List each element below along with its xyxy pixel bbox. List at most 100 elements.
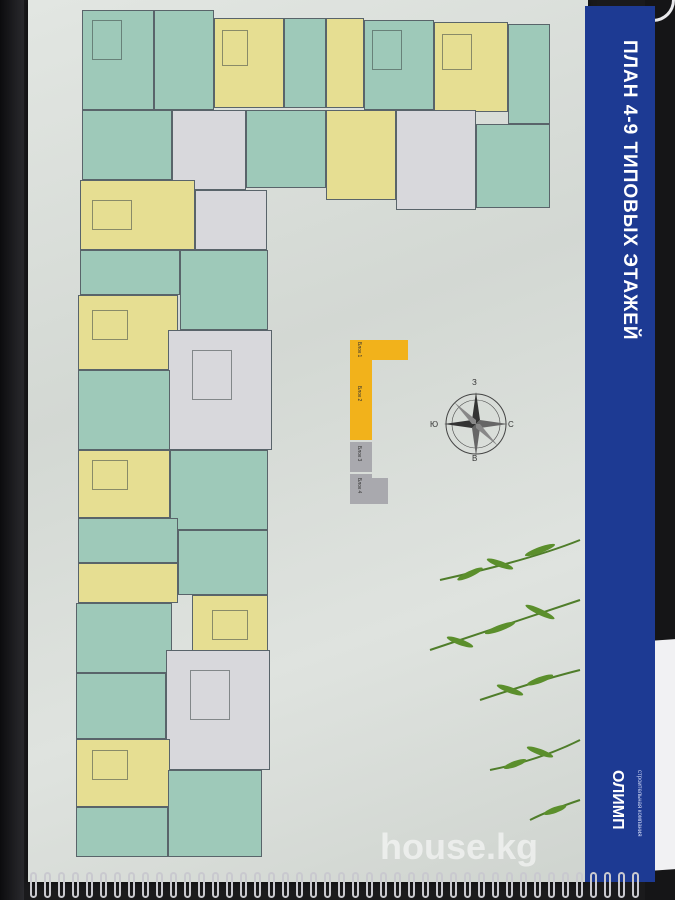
apartment: [246, 110, 326, 188]
plant-illustration: [429, 539, 581, 821]
binding-ring: [422, 872, 429, 898]
binding-ring: [366, 872, 373, 898]
binding-ring: [338, 872, 345, 898]
binding-ring: [604, 872, 611, 898]
room: [212, 610, 248, 640]
binding-ring: [254, 872, 261, 898]
binding-ring: [520, 872, 527, 898]
apartment: [80, 180, 195, 250]
binding-ring: [114, 872, 121, 898]
room: [372, 30, 402, 70]
apartment: [364, 20, 434, 110]
binding-ring: [534, 872, 541, 898]
binding-ring: [142, 872, 149, 898]
apartment: [76, 603, 172, 673]
apartment: [180, 250, 268, 330]
binding-ring: [618, 872, 625, 898]
apartment: [284, 18, 326, 108]
binding-ring: [394, 872, 401, 898]
binding-ring: [128, 872, 135, 898]
apartment: [154, 10, 214, 110]
apartment: [82, 10, 154, 110]
room: [92, 200, 132, 230]
binding-ring: [212, 872, 219, 898]
binding-ring: [170, 872, 177, 898]
compass-rose: С Ю В З: [430, 378, 514, 463]
room: [92, 750, 128, 780]
binding-ring: [198, 872, 205, 898]
binding-ring: [30, 872, 37, 898]
binding-ring: [506, 872, 513, 898]
title-bar: [585, 6, 655, 882]
keyplan-label-4: Блок 4: [356, 478, 362, 494]
binding-ring: [352, 872, 359, 898]
binding-ring: [436, 872, 443, 898]
stair: [190, 670, 230, 720]
room: [92, 460, 128, 490]
logo-name: ОЛИМП: [609, 770, 626, 830]
apartment: [82, 110, 172, 180]
room: [442, 34, 472, 70]
keyplan-label-1: Блок 1: [356, 342, 362, 358]
keyplan-label-2: Блок 2: [356, 386, 362, 402]
room: [222, 30, 248, 66]
apartment: [76, 673, 166, 739]
stair-core: [195, 190, 267, 250]
binding-ring: [44, 872, 51, 898]
binding-ring: [240, 872, 247, 898]
page-title: ПЛАН 4-9 ТИПОВЫХ ЭТАЖЕЙ: [619, 40, 640, 341]
binding-ring: [562, 872, 569, 898]
binding-ring: [324, 872, 331, 898]
binding-ring: [380, 872, 387, 898]
apartment: [78, 450, 170, 518]
logo-subtitle: строительная компания: [636, 770, 642, 837]
table-surface: [0, 0, 24, 900]
binding-ring: [464, 872, 471, 898]
apartment: [508, 24, 550, 124]
apartment: [214, 18, 284, 108]
binding-ring: [576, 872, 583, 898]
binding-ring: [184, 872, 191, 898]
apartment: [178, 530, 268, 595]
key-plan-shape: [350, 340, 408, 504]
compass-icon: [444, 392, 508, 456]
binding-ring: [282, 872, 289, 898]
apartment: [78, 518, 178, 563]
compass-west: З: [472, 378, 477, 387]
binding-ring: [72, 872, 79, 898]
binding-ring: [310, 872, 317, 898]
spiral-binding: [30, 872, 650, 900]
key-plan: Блок 1 Блок 2 Блок 3 Блок 4: [348, 338, 410, 508]
apartment: [168, 770, 262, 857]
apartment: [326, 18, 364, 108]
apartment: [76, 807, 168, 857]
stair-core: [396, 110, 476, 210]
compass-east: В: [472, 454, 478, 463]
binding-ring: [450, 872, 457, 898]
apartment: [80, 250, 180, 295]
room: [92, 310, 128, 340]
watermark: house.kg: [380, 826, 539, 867]
stair-core: [172, 110, 246, 190]
binding-ring: [408, 872, 415, 898]
binding-ring: [100, 872, 107, 898]
binding-ring: [478, 872, 485, 898]
floor-plan: [72, 10, 552, 860]
compass-north: С: [508, 420, 514, 429]
apartment: [326, 110, 396, 200]
binding-ring: [548, 872, 555, 898]
room: [92, 20, 122, 60]
apartment: [78, 370, 170, 450]
binding-ring: [296, 872, 303, 898]
apartment: [78, 295, 178, 370]
binding-ring: [632, 872, 639, 898]
binding-ring: [226, 872, 233, 898]
keyplan-label-3: Блок 3: [356, 446, 362, 462]
stair: [192, 350, 232, 400]
company-logo: ОЛИМП строительная компания: [602, 770, 646, 870]
binding-ring: [58, 872, 65, 898]
compass-south: Ю: [430, 420, 439, 429]
apartment: [170, 450, 268, 530]
binding-ring: [590, 872, 597, 898]
binding-ring: [86, 872, 93, 898]
